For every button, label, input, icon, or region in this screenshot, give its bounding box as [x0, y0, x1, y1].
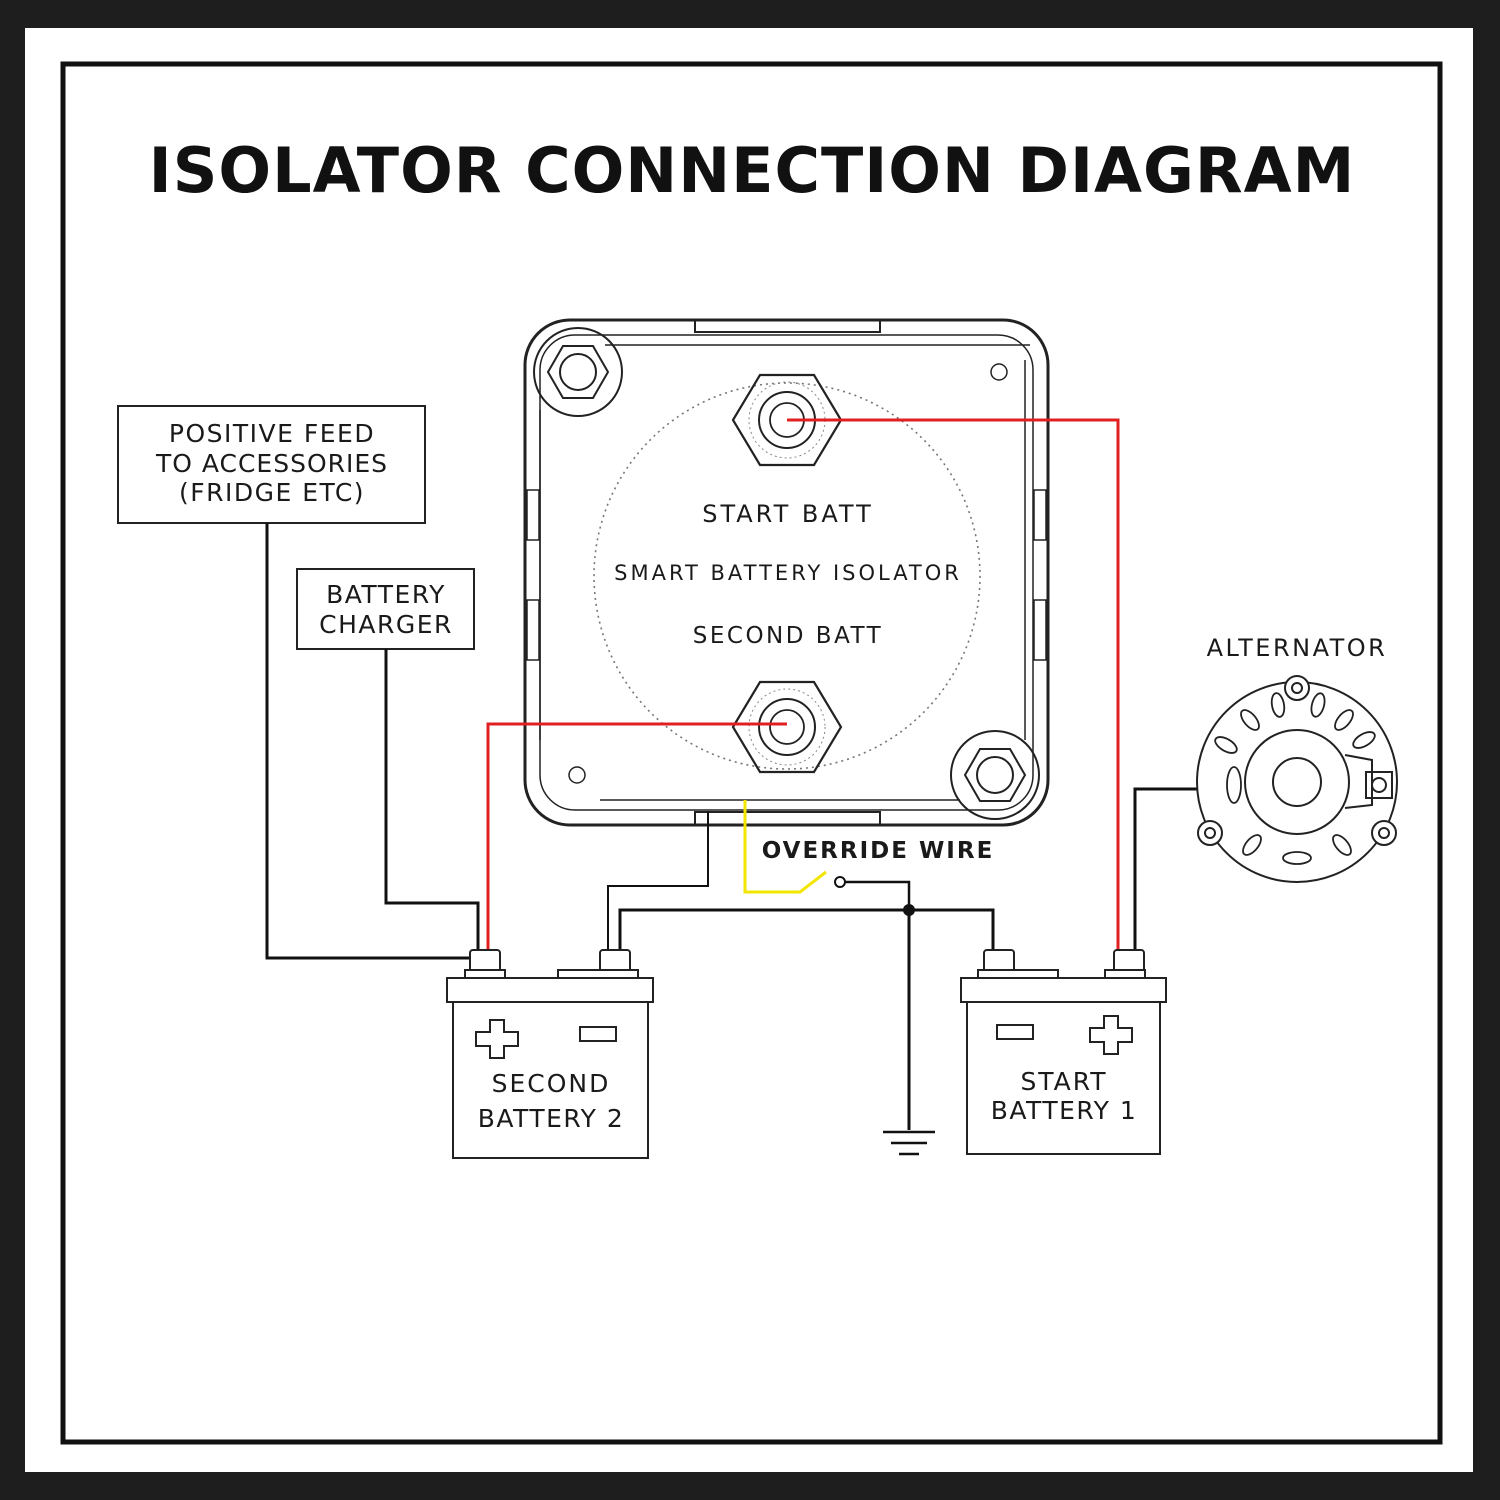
positive-feed-line3: (FRIDGE ETC) — [179, 478, 365, 507]
diagram-title: ISOLATOR CONNECTION DIAGRAM — [149, 134, 1356, 207]
positive-feed-line2: TO ACCESSORIES — [155, 449, 388, 478]
alternator — [1196, 675, 1398, 883]
positive-feed-box: POSITIVE FEED TO ACCESSORIES (FRIDGE ETC… — [117, 405, 426, 524]
override-switch-contact — [834, 876, 846, 888]
start-battery-line2: BATTERY 1 — [991, 1096, 1138, 1125]
isolator-second-batt-label: SECOND BATT — [693, 623, 883, 649]
battery-charger-line2: CHARGER — [319, 610, 453, 639]
battery-charger-box: BATTERY CHARGER — [296, 568, 475, 650]
second-batt-terminal — [731, 680, 843, 774]
override-wire — [743, 800, 827, 894]
override-wire-label: OVERRIDE WIRE — [762, 838, 995, 864]
battery-charger-line1: BATTERY — [326, 580, 446, 609]
mounting-bolt-top-left — [533, 327, 623, 417]
second-battery-line2: BATTERY 2 — [478, 1104, 625, 1133]
charger-wire — [384, 649, 480, 950]
alternator-label: ALTERNATOR — [1207, 634, 1388, 662]
isolator-ground-lead — [607, 812, 709, 950]
second-battery — [446, 949, 654, 1159]
alternator-wire — [1133, 787, 1200, 950]
override-switch-wire — [844, 880, 911, 910]
diagram-border — [60, 61, 1443, 1445]
start-battery — [960, 949, 1167, 1155]
second-battery-line1: SECOND — [492, 1069, 611, 1098]
ground-bus-wire — [618, 908, 995, 950]
start-battery-positive-wire — [787, 418, 1120, 950]
accessories-feed-wire — [265, 523, 478, 960]
positive-feed-line1: POSITIVE FEED — [169, 419, 375, 448]
isolator-unit — [523, 318, 1050, 827]
isolator-start-batt-label: START BATT — [702, 500, 874, 528]
isolator-name-label: SMART BATTERY ISOLATOR — [614, 561, 962, 585]
second-battery-positive-wire — [486, 722, 787, 950]
start-battery-line1: START — [1020, 1067, 1107, 1096]
ground-junction — [903, 904, 915, 916]
ground-symbol — [883, 1130, 935, 1156]
mounting-bolt-bottom-right — [950, 730, 1040, 820]
